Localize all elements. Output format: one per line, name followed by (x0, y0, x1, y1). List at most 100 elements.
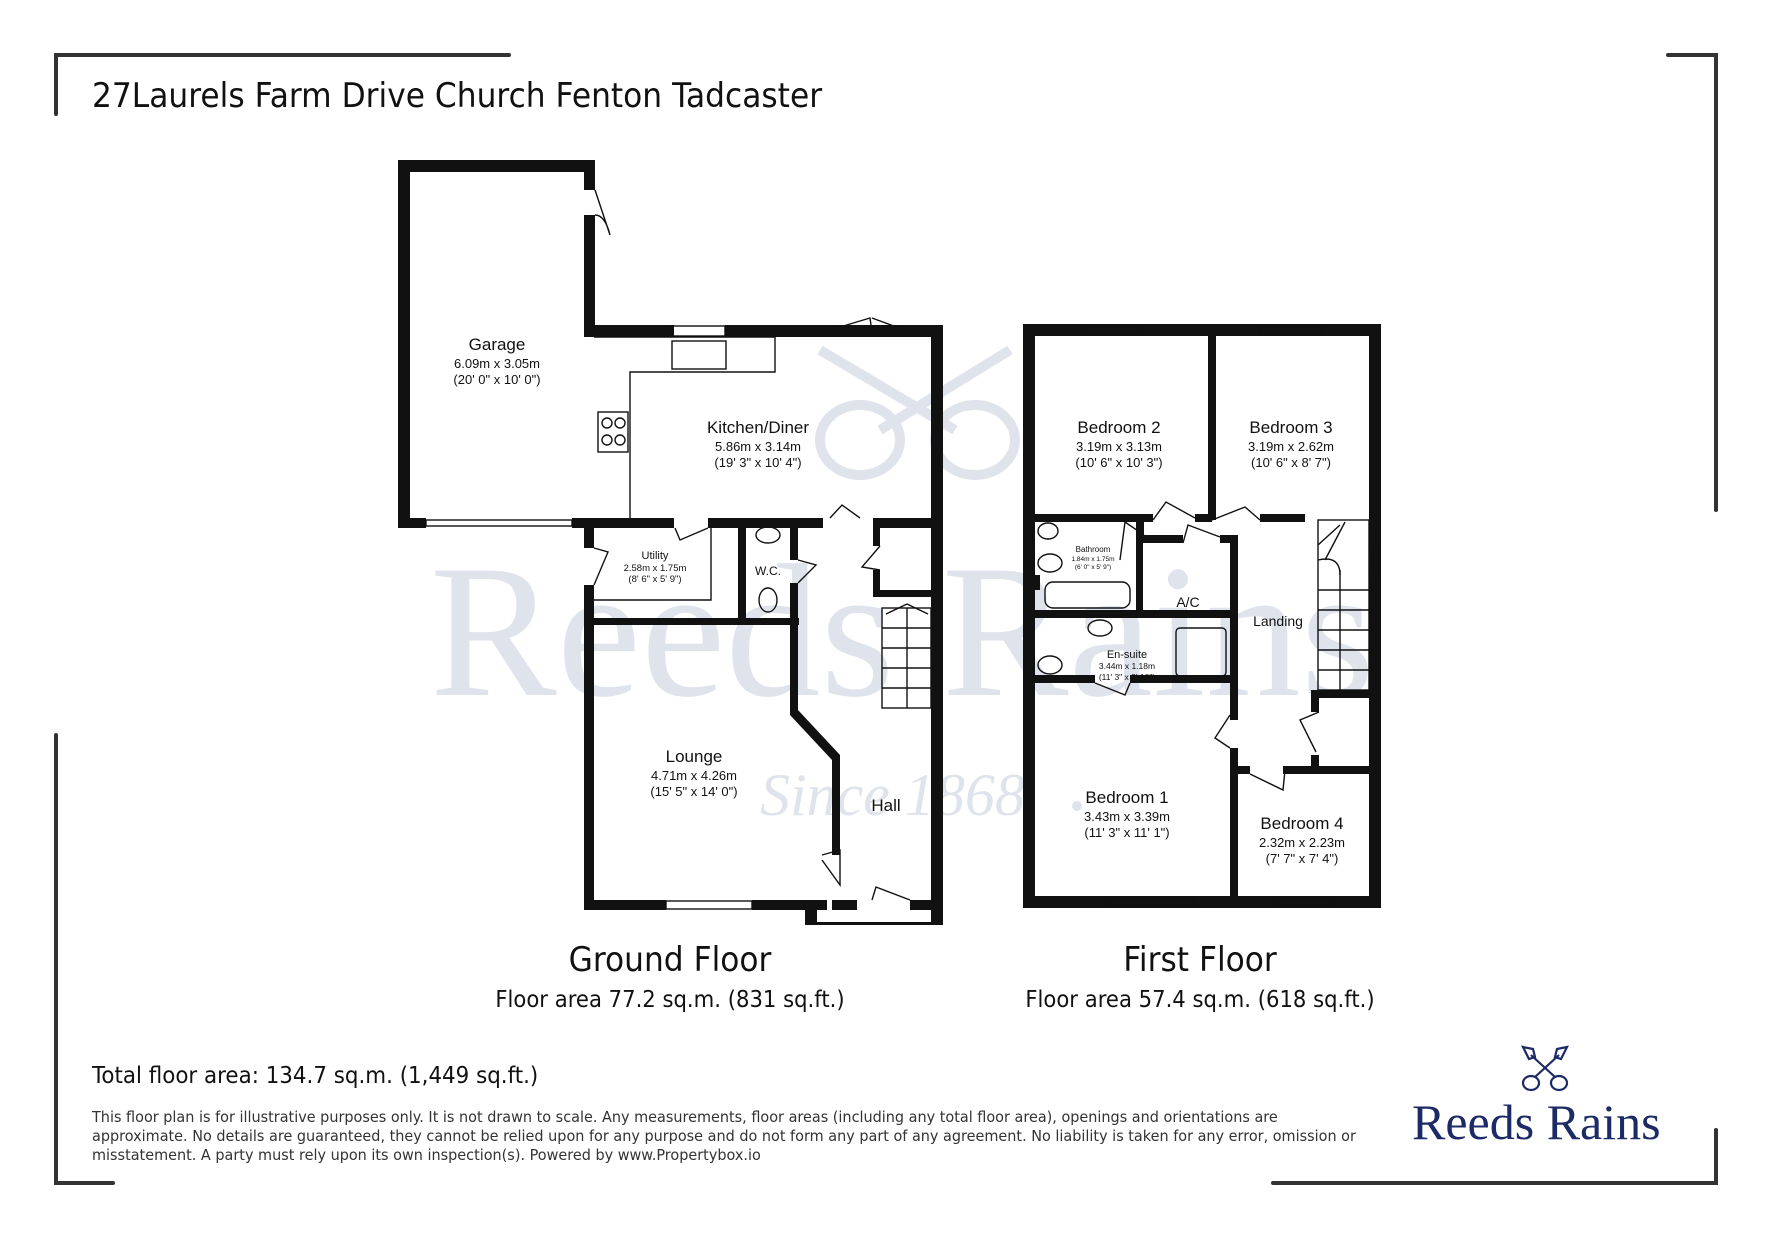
room-utility-imperial: (8' 6" x 5' 9") (628, 574, 681, 585)
room-kitchen-imperial: (19' 3" x 10' 4") (714, 455, 801, 470)
lounge-door (821, 849, 841, 888)
watermark-dot (1072, 801, 1082, 811)
room-bathroom-metric: 1.84m x 1.75m (1072, 556, 1115, 563)
room-ensuite-metric: 3.44m x 1.18m (1099, 661, 1155, 671)
bedroom4-window (1273, 896, 1337, 908)
first-floor-labels: Bedroom 2 3.19m x 3.13m (10' 6" x 10' 3"… (1072, 418, 1346, 866)
room-bedroom4-imperial: (7' 7" x 7' 4") (1266, 851, 1339, 866)
shower-icon (1175, 627, 1227, 677)
first-floor-title: First Floor (1123, 940, 1277, 980)
room-bedroom3-imperial: (10' 6" x 8' 7") (1251, 455, 1331, 470)
room-garage-name: Garage (469, 335, 526, 354)
basin-icon (755, 526, 781, 544)
utility-worktop (594, 528, 712, 601)
watermark-tagline: Since 1868 (760, 762, 1025, 828)
total-floor-area: Total floor area: 134.7 sq.m. (1,449 sq.… (92, 1063, 539, 1089)
cupboard-door (1299, 711, 1320, 753)
kitchen-hall-door (829, 504, 861, 519)
room-bedroom2-name: Bedroom 2 (1077, 418, 1160, 437)
bathroom-basin-icon (1037, 522, 1059, 540)
ensuite-door (1094, 682, 1131, 696)
ground-floor-area: Floor area 77.2 sq.m. (831 sq.ft.) (495, 987, 845, 1013)
property-address-title: 27Laurels Farm Drive Church Fenton Tadca… (92, 76, 823, 116)
bathroom-door (1119, 520, 1145, 561)
room-wc-name: W.C. (755, 564, 781, 578)
frame-top-left (54, 53, 511, 116)
ground-floor-labels: Garage 6.09m x 3.05m (20' 0" x 10' 0") K… (453, 335, 900, 815)
room-bedroom4-name: Bedroom 4 (1260, 814, 1343, 833)
disclaimer-line: approximate. No details are guaranteed, … (92, 1127, 1356, 1145)
bathroom-toilet-icon (1037, 553, 1063, 573)
bedroom2-window (1081, 324, 1145, 336)
landing-window (1370, 544, 1380, 576)
garage-door (425, 519, 573, 527)
first-floor-fixtures (1025, 324, 1380, 908)
bedroom4-door (1249, 769, 1286, 792)
watermark-keys-icon (815, 345, 1020, 480)
french-doors (829, 317, 911, 333)
bedroom3-door (1211, 506, 1261, 521)
ground-floor-fixtures (425, 189, 932, 910)
toilet-icon (758, 587, 778, 613)
room-ensuite-imperial: (11' 3" x 3' 10") (1099, 672, 1156, 682)
disclaimer-line: This floor plan is for illustrative purp… (92, 1108, 1278, 1126)
frame-top-right (1666, 53, 1718, 512)
ensuite-toilet-icon (1037, 655, 1063, 675)
room-bedroom1-metric: 3.43m x 3.39m (1084, 809, 1170, 824)
room-kitchen-name: Kitchen/Diner (707, 418, 809, 437)
kitchen-worktop (594, 336, 776, 518)
room-bedroom4-metric: 2.32m x 2.23m (1259, 835, 1345, 850)
ensuite-basin-icon (1087, 619, 1113, 637)
crossed-keys-icon (1521, 1045, 1569, 1092)
bath-icon (1044, 581, 1131, 609)
sink-icon (671, 340, 727, 370)
first-floor-stairs (1317, 519, 1370, 691)
bedroom2-door (1152, 501, 1196, 521)
ground-floor-plan (398, 160, 943, 925)
room-bedroom1-name: Bedroom 1 (1085, 788, 1168, 807)
room-bedroom2-metric: 3.19m x 3.13m (1076, 439, 1162, 454)
room-bathroom-imperial: (6' 0" x 5' 9") (1075, 564, 1111, 571)
room-bedroom3-name: Bedroom 3 (1249, 418, 1332, 437)
room-bedroom3-metric: 3.19m x 2.62m (1248, 439, 1334, 454)
ground-floor-title: Ground Floor (568, 940, 772, 980)
room-landing-name: Landing (1253, 613, 1303, 629)
utility-side-door (593, 547, 609, 586)
ac-door (1182, 524, 1221, 544)
room-ac-name: A/C (1176, 594, 1199, 610)
wc-door (797, 559, 818, 584)
hob-icon (597, 411, 629, 453)
cupboard-door (860, 545, 881, 571)
first-floor-area: Floor area 57.4 sq.m. (618 sq.ft.) (1025, 987, 1375, 1013)
frame-bottom-right (1271, 1128, 1718, 1185)
room-garage-imperial: (20' 0" x 10' 0") (453, 372, 540, 387)
brand-logo-text: Reeds Rains (1412, 1094, 1661, 1150)
garage-side-door (594, 189, 611, 236)
room-lounge-metric: 4.71m x 4.26m (651, 768, 737, 783)
frame-bottom-left (54, 733, 115, 1185)
room-bedroom2-imperial: (10' 6" x 10' 3") (1075, 455, 1162, 470)
room-kitchen-metric: 5.86m x 3.14m (715, 439, 801, 454)
room-bathroom-name: Bathroom (1076, 545, 1111, 554)
bathroom-window (1025, 534, 1035, 566)
disclaimer: This floor plan is for illustrative purp… (92, 1108, 1366, 1165)
bedroom1-door (1214, 714, 1231, 749)
room-lounge-name: Lounge (666, 747, 723, 766)
room-utility-metric: 2.58m x 1.75m (624, 563, 687, 574)
utility-door (674, 527, 709, 541)
kitchen-window (668, 325, 726, 337)
lounge-window (665, 900, 753, 910)
room-ensuite-name: En-suite (1107, 649, 1147, 661)
bedroom3-window (1259, 324, 1323, 336)
room-garage-metric: 6.09m x 3.05m (454, 356, 540, 371)
bedroom1-window (1105, 896, 1195, 908)
ensuite-window (1025, 647, 1035, 679)
front-door (871, 886, 911, 901)
room-utility-name: Utility (642, 550, 669, 562)
room-lounge-imperial: (15' 5" x 14' 0") (650, 784, 737, 799)
room-bedroom1-imperial: (11' 3" x 11' 1") (1084, 825, 1169, 840)
disclaimer-line: misstatement. A party must rely upon its… (92, 1146, 761, 1164)
first-floor-plan (1023, 324, 1381, 908)
